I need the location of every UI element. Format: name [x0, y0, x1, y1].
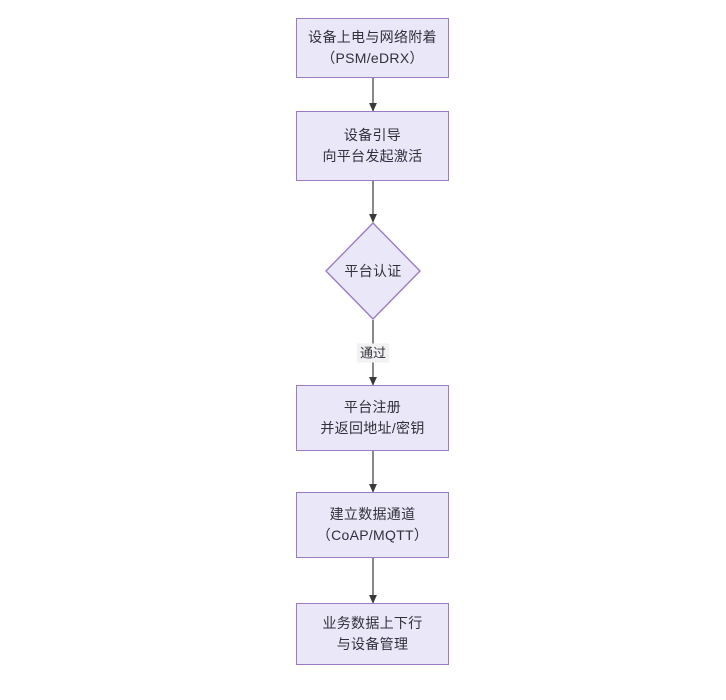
flow-node-process-n6[interactable]: 业务数据上下行与设备管理 — [296, 603, 449, 665]
flow-node-label: 平台认证 — [344, 261, 401, 282]
flow-node-text-line: 并返回地址/密钥 — [320, 420, 425, 436]
flow-node-process-n2[interactable]: 设备引导向平台发起激活 — [296, 111, 449, 181]
flow-node-text-line: 建立数据通道 — [329, 506, 416, 522]
flow-node-decision-n3[interactable]: 平台认证 — [325, 222, 421, 320]
flow-node-text-line: （PSM/eDRX） — [321, 50, 424, 66]
flow-node-text-line: 业务数据上下行 — [322, 615, 423, 631]
flow-node-text-line: （CoAP/MQTT） — [316, 527, 429, 543]
flow-node-text-line: 设备引导 — [343, 127, 402, 143]
flow-node-process-n4[interactable]: 平台注册并返回地址/密钥 — [296, 385, 449, 451]
flow-node-text-line: 平台认证 — [344, 262, 402, 279]
flow-edge-label-e3: 通过 — [356, 343, 390, 363]
flow-node-text-line: 向平台发起激活 — [322, 148, 423, 164]
flow-node-process-n5[interactable]: 建立数据通道 （CoAP/MQTT） — [296, 492, 449, 558]
diamond-shape — [325, 222, 421, 320]
flow-node-text-line: 设备上电与网络附着 — [308, 29, 437, 45]
flow-node-text-line: 平台注册 — [343, 399, 402, 415]
flow-node-process-n1[interactable]: 设备上电与网络附着 （PSM/eDRX） — [296, 18, 449, 78]
flow-node-text-line: 与设备管理 — [336, 636, 409, 652]
